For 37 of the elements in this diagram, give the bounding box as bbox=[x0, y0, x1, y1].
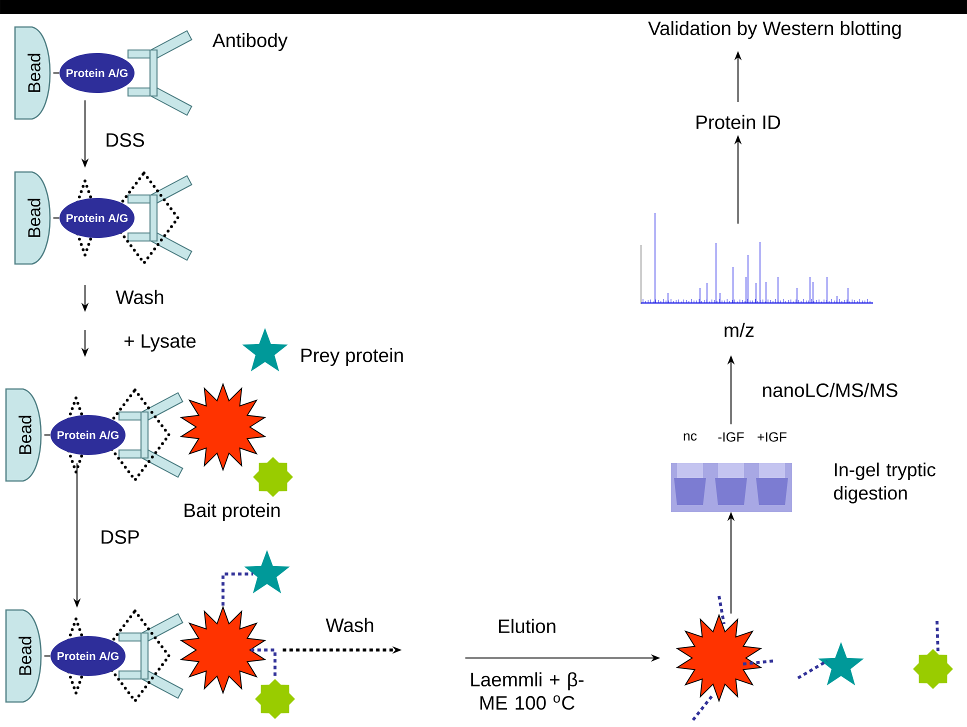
edge-label: DSS bbox=[104, 132, 146, 148]
condition-label: Laemmli + β-ME 100 $^{o}$C bbox=[471, 672, 584, 710]
link-line bbox=[53, 72, 60, 74]
step-label: + Lysate bbox=[124, 334, 196, 352]
mass-spectrum bbox=[640, 212, 873, 304]
lane-label: -IGF bbox=[718, 432, 744, 442]
bead: Bead bbox=[5, 388, 42, 482]
step-label: Validation by Western blotting bbox=[648, 20, 901, 39]
bead: Bead bbox=[5, 609, 42, 703]
axis-label: m/z bbox=[724, 322, 754, 338]
top-band bbox=[0, 0, 967, 14]
link-line bbox=[44, 655, 50, 657]
gel-picture bbox=[671, 463, 792, 512]
bead: Bead bbox=[14, 26, 51, 120]
protein-star bbox=[818, 642, 864, 686]
part-label: Prey protein bbox=[301, 348, 403, 366]
protein-octagon bbox=[253, 457, 293, 497]
protein-star bbox=[244, 550, 290, 594]
step-label: Protein ID bbox=[696, 114, 780, 130]
bead: Bead bbox=[14, 171, 51, 265]
crosslink-line bbox=[222, 572, 254, 606]
part-label: Antibody bbox=[212, 32, 288, 51]
protein-octagon bbox=[255, 679, 295, 719]
part-label: Bait protein bbox=[184, 502, 280, 521]
crosslink-line bbox=[250, 648, 276, 679]
edge-label: DSP bbox=[98, 528, 142, 546]
link-line bbox=[44, 434, 50, 436]
lane-label: +IGF bbox=[758, 432, 786, 442]
edge-label: nanoLC/MS/MS bbox=[760, 382, 900, 398]
edge-label: Elution bbox=[496, 618, 558, 634]
protein-star bbox=[242, 328, 288, 372]
protein-octagon bbox=[913, 649, 953, 689]
lane-label: nc bbox=[684, 433, 697, 441]
step-label: In-gel tryptic digestion bbox=[834, 462, 936, 504]
step-label: Wash bbox=[116, 290, 164, 304]
edge-label: Wash bbox=[324, 616, 376, 634]
link-line bbox=[53, 217, 60, 219]
